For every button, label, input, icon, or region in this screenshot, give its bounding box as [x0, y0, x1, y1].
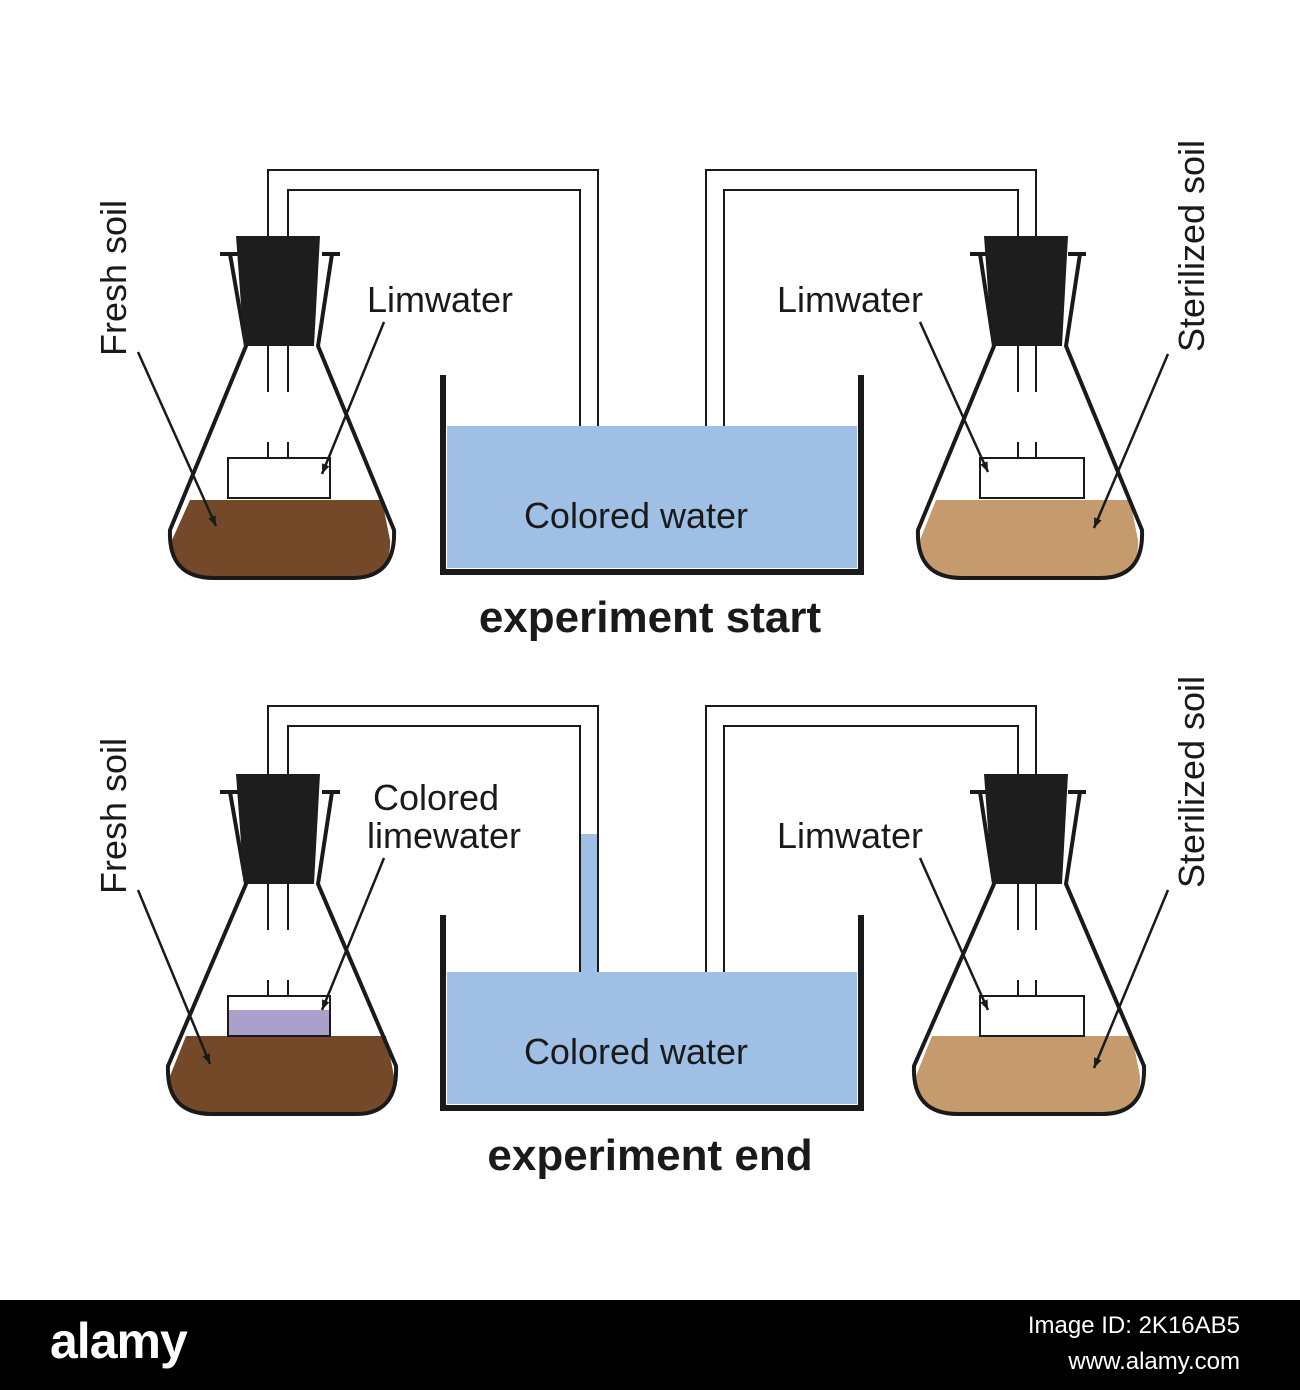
fresh-soil-label: Fresh soil [93, 200, 134, 356]
risen-water-column [581, 834, 597, 994]
colored-water [447, 972, 857, 1104]
tube-right [705, 169, 1037, 455]
colored-water-label: Colored water [524, 1031, 748, 1072]
limewater-arrow-right [918, 321, 990, 473]
limewater-arrow-right [918, 857, 990, 1011]
fresh-soil-arrow [136, 889, 212, 1065]
stopper [984, 236, 1068, 346]
colored-limewater-fill [229, 1010, 329, 1035]
panel-end: Colored water Fresh soil Col [93, 676, 1212, 1180]
colored-limewater-dish [227, 980, 331, 1037]
colored-water [447, 426, 857, 568]
stopper [236, 236, 320, 346]
site-url-text: www.alamy.com [1068, 1348, 1240, 1375]
flask-sterilized-soil [915, 236, 1145, 580]
soil-respiration-diagram: Colored water Fresh soil Limwater [93, 140, 1212, 1180]
tube-left [267, 169, 599, 455]
image-id-text: Image ID: 2K16AB5 [1027, 1312, 1240, 1339]
flask-fresh-soil [165, 774, 399, 1116]
panel-start: Colored water Fresh soil Limwater [93, 140, 1212, 642]
limewater-dish [979, 980, 1085, 1037]
water-trough: Colored water [440, 915, 864, 1111]
colored-limewater-label-line2: limewater [367, 815, 521, 856]
sterilized-soil-arrow [1092, 889, 1170, 1069]
fresh-soil-label: Fresh soil [93, 738, 134, 894]
fresh-soil-arrow [136, 351, 218, 527]
limewater-label-right: Limwater [777, 279, 923, 320]
water-trough: Colored water [440, 375, 864, 575]
flask-sterilized-soil [911, 774, 1147, 1116]
flask-fresh-soil [167, 236, 397, 580]
colored-limewater-label-line1: Colored [373, 777, 499, 818]
sterilized-soil-fill [920, 500, 1139, 578]
sterilized-soil-fill [916, 1036, 1141, 1114]
colored-water-label: Colored water [524, 495, 748, 536]
alamy-logo: alamy [50, 1313, 188, 1369]
fresh-soil-fill [172, 500, 391, 578]
stopper [236, 774, 320, 884]
sterilized-soil-arrow [1092, 353, 1170, 529]
caption-start: experiment start [479, 593, 822, 642]
limewater-arrow-left [320, 321, 386, 475]
sterilized-soil-label: Sterilized soil [1171, 140, 1212, 352]
limewater-dish [979, 442, 1085, 499]
sterilized-soil-label: Sterilized soil [1171, 676, 1212, 888]
caption-end: experiment end [487, 1131, 812, 1180]
stock-footer-bar: alamy Image ID: 2K16AB5 www.alamy.com [0, 1300, 1300, 1390]
limewater-label-right: Limwater [777, 815, 923, 856]
tube-left [267, 705, 599, 994]
limewater-label-left: Limwater [367, 279, 513, 320]
limewater-dish [227, 442, 331, 499]
fresh-soil-fill [170, 1036, 395, 1114]
stopper [984, 774, 1068, 884]
tube-right [705, 705, 1037, 994]
colored-limewater-arrow [320, 857, 386, 1011]
